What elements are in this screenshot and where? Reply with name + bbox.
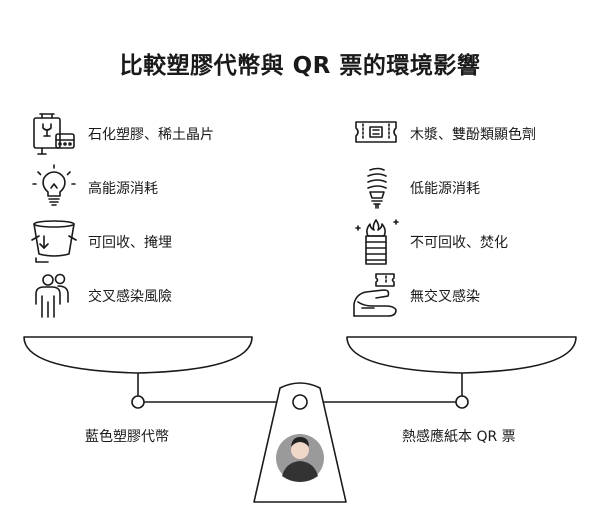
right-pivot (455, 395, 469, 409)
left-pivot (131, 395, 145, 409)
left-item-disposal: 可回收、掩埋 (28, 218, 172, 266)
paper-ticket-icon (355, 121, 397, 143)
left-item-materials: 石化塑膠、稀土晶片 (28, 110, 214, 158)
right-item-energy: 低能源消耗 (350, 164, 480, 212)
right-item-label: 木漿、雙酚類顯色劑 (410, 127, 536, 143)
right-item-disposal: 不可回收、焚化 (350, 218, 508, 266)
page-title: 比較塑膠代幣與 QR 票的環境影響 (119, 53, 481, 79)
left-scale-label: 藍色塑膠代幣 (85, 429, 169, 445)
right-item-label: 低能源消耗 (410, 181, 480, 197)
recycle-bin-icon (31, 220, 77, 263)
avatar (276, 434, 324, 482)
left-item-label: 可回收、掩埋 (88, 235, 172, 251)
right-item-label: 無交叉感染 (410, 289, 480, 305)
lightbulb-icon (32, 164, 76, 206)
left-item-infection: 交叉感染風險 (28, 272, 172, 320)
oil-refinery-icon (33, 113, 75, 155)
people-icon (35, 273, 69, 318)
left-item-label: 交叉感染風險 (88, 289, 172, 305)
right-item-label: 不可回收、焚化 (410, 235, 508, 251)
incineration-icon (355, 219, 399, 265)
center-pivot (292, 394, 308, 410)
left-pan (23, 336, 253, 374)
left-item-label: 高能源消耗 (88, 181, 158, 197)
right-item-materials: 木漿、雙酚類顯色劑 (350, 110, 536, 158)
right-scale-label: 熱感應紙本 QR 票 (402, 429, 516, 445)
hand-ticket-icon (353, 273, 397, 317)
left-item-label: 石化塑膠、稀土晶片 (88, 127, 214, 143)
energy-saving-bulb-icon (367, 167, 387, 209)
right-pan (346, 336, 577, 374)
right-item-infection: 無交叉感染 (350, 272, 480, 320)
left-item-energy: 高能源消耗 (28, 164, 158, 212)
